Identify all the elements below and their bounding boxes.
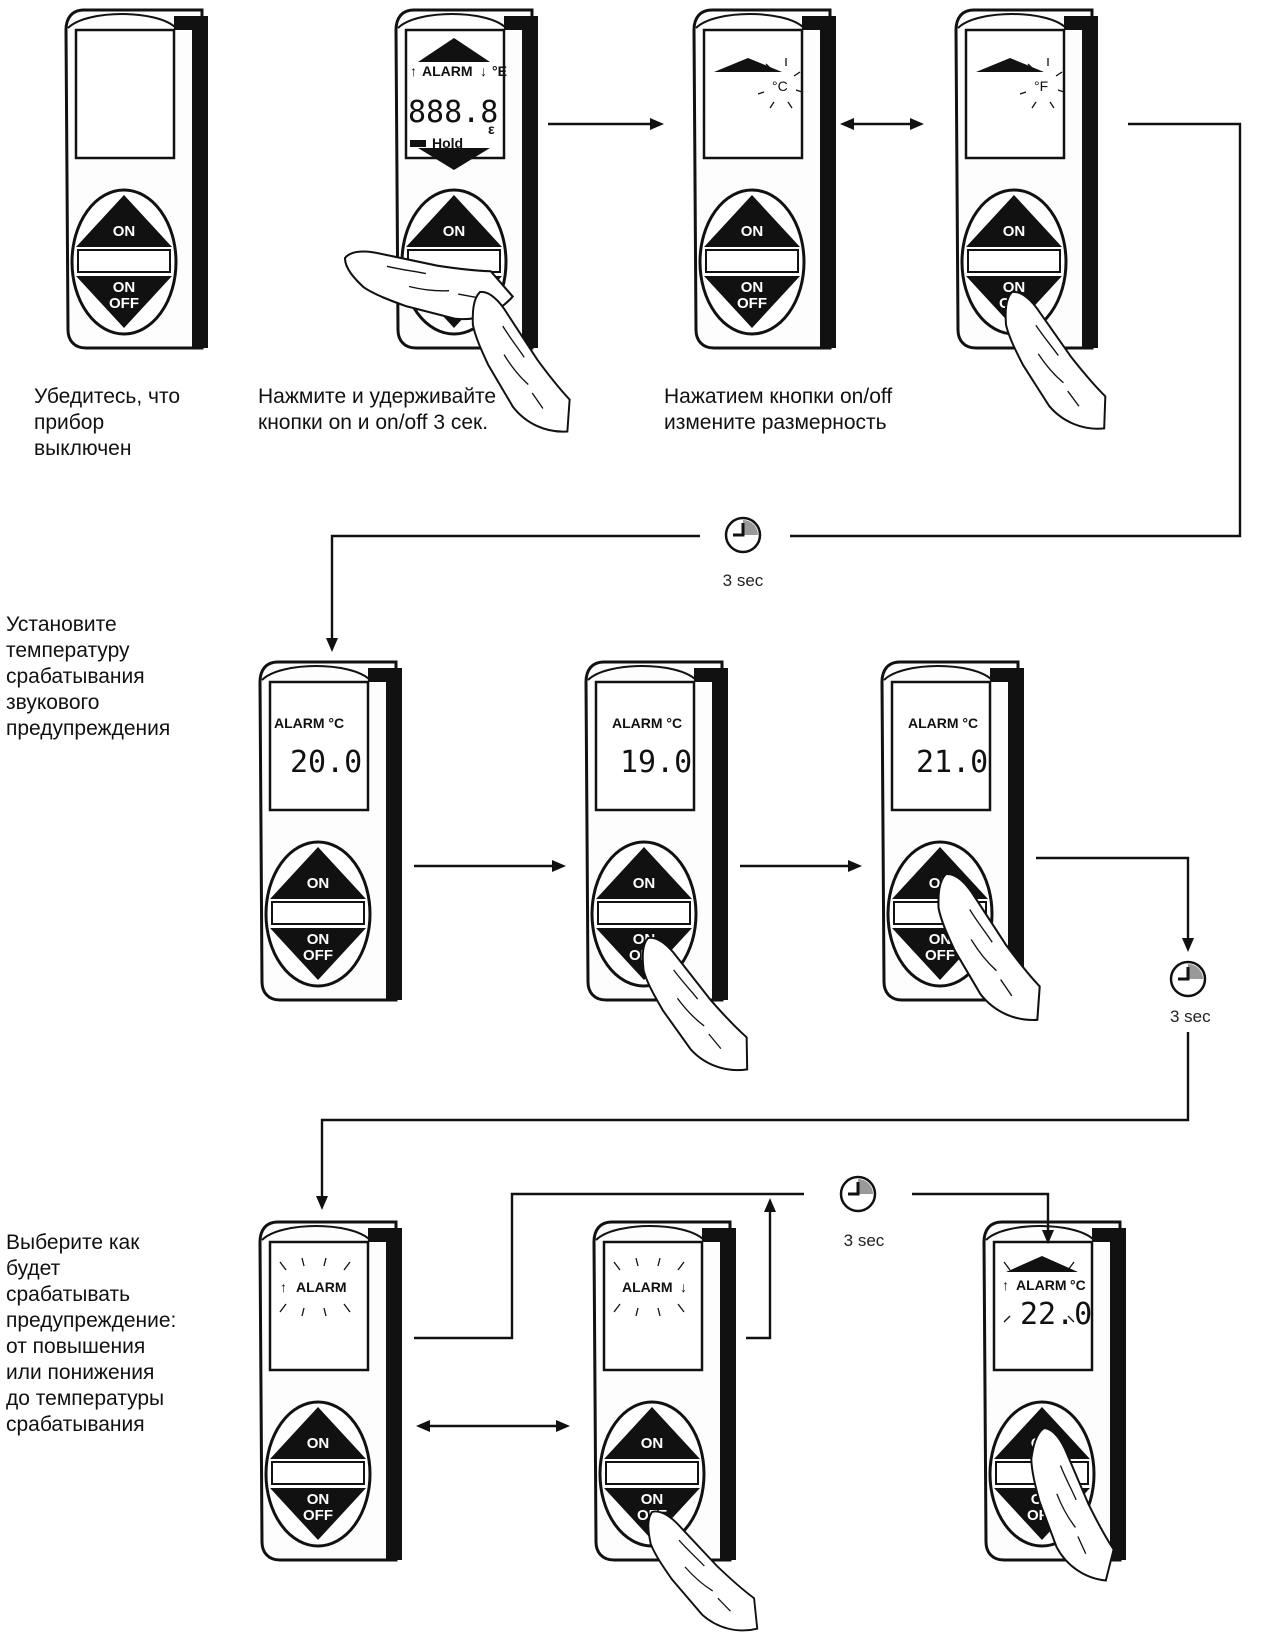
onoff-button-label-bottom[interactable]: OFF	[109, 295, 139, 312]
lcd-alarm-label: ALARM	[296, 1279, 347, 1295]
lcd-eps-label: ε	[488, 121, 495, 137]
flow-connector	[330, 534, 700, 640]
lcd-up-small-icon: ↑	[410, 63, 417, 79]
flow-connector	[746, 1210, 772, 1340]
lcd-value: 21.0	[916, 745, 988, 780]
lcd-unit-celsius: °C	[772, 78, 788, 94]
onoff-button-label-bottom[interactable]: OFF	[303, 947, 333, 964]
blink-rays-icon	[613, 1257, 685, 1317]
onoff-button-label-top[interactable]: ON	[741, 279, 764, 296]
timer-clock-icon	[724, 516, 762, 554]
timer-clock-icon	[839, 1175, 877, 1213]
on-button-label[interactable]: ON	[641, 1435, 664, 1452]
timer-label: 3 sec	[844, 1231, 885, 1250]
on-button-label[interactable]: ON	[443, 223, 466, 240]
lcd-alarm-label: ALARM	[1016, 1277, 1067, 1293]
lcd-down-arrow-icon	[418, 148, 490, 170]
onoff-button-label-bottom[interactable]: OFF	[925, 947, 955, 964]
onoff-button-label-top[interactable]: ON	[307, 1491, 330, 1508]
device-alarm-fall: ALARM ↓ ON ON OFF	[592, 1220, 738, 1562]
onoff-button-label-top[interactable]: ON	[113, 279, 136, 296]
battery-icon	[410, 140, 426, 147]
caption-check-off: Убедитесь, что прибор выключен	[34, 385, 181, 460]
arrowhead-icon	[1182, 938, 1194, 952]
flow-connector	[1036, 856, 1190, 940]
on-button-label[interactable]: ON	[633, 875, 656, 892]
flow-connector	[912, 1192, 1050, 1232]
device-alarm-20: ALARM °C 20.0 ON ON OFF	[258, 660, 404, 1002]
flow-connector	[414, 1192, 804, 1340]
onoff-button-label-top[interactable]: ON	[641, 1491, 664, 1508]
onoff-button-label-bottom[interactable]: OFF	[303, 1507, 333, 1524]
arrowhead-icon	[556, 1420, 570, 1432]
lcd-alarm-label: ALARM	[422, 63, 473, 79]
lcd-alarm-label: ALARM °C	[274, 715, 344, 731]
timer-clock-icon	[1169, 960, 1207, 998]
lcd-value: 19.0	[620, 745, 692, 780]
lcd-hold-label: Hold	[432, 135, 463, 151]
arrowhead-icon	[848, 860, 862, 872]
flow-connector	[320, 1032, 1190, 1198]
on-button-label[interactable]: ON	[307, 1435, 330, 1452]
on-button-label[interactable]: ON	[113, 223, 136, 240]
arrowhead-icon	[764, 1198, 776, 1212]
timer-label: 3 sec	[723, 571, 764, 590]
caption-change-units: Нажатием кнопки on/off измените размерно…	[664, 385, 893, 434]
device-off: ON ON OFF	[64, 8, 210, 350]
lcd-up-small-icon: ↑	[280, 1279, 287, 1295]
arrowhead-icon	[1042, 1230, 1054, 1244]
blink-rays-icon	[1019, 58, 1065, 109]
flow-connector	[790, 122, 1242, 538]
arrowhead-icon	[416, 1420, 430, 1432]
lcd-up-arrow-icon	[418, 38, 490, 62]
onoff-button-label-top[interactable]: ON	[929, 931, 952, 948]
lcd-up-small-icon: ↑	[1002, 1277, 1009, 1293]
caption-select-alarm-mode: Выберите как будет срабатывать предупреж…	[6, 1231, 177, 1436]
lcd-alarm-label: ALARM	[622, 1279, 673, 1295]
onoff-button-label-top[interactable]: ON	[307, 931, 330, 948]
on-button-label[interactable]: ON	[1003, 223, 1026, 240]
lcd-up-arrow-icon	[976, 58, 1044, 72]
lcd-unit-fahrenheit: °F	[1034, 78, 1048, 94]
lcd-up-arrow-icon	[714, 58, 782, 72]
arrowhead-icon	[910, 118, 924, 130]
on-button-label[interactable]: ON	[741, 223, 764, 240]
arrowhead-icon	[316, 1196, 328, 1210]
lcd-value: 20.0	[290, 745, 362, 780]
lcd-up-arrow-icon	[1006, 1256, 1078, 1272]
timer-label: 3 sec	[1170, 1007, 1211, 1026]
blink-rays-icon	[279, 1257, 351, 1317]
device-alarm-rise: ↑ ALARM ON ON OFF	[258, 1220, 404, 1562]
arrowhead-icon	[650, 118, 664, 130]
on-button-label[interactable]: ON	[307, 875, 330, 892]
lcd-digits: 888.8	[408, 95, 498, 130]
lcd-down-small-icon: ↓	[480, 63, 487, 79]
arrowhead-icon	[840, 118, 854, 130]
blink-rays-icon	[757, 58, 803, 109]
lcd-alarm-label: ALARM °C	[908, 715, 978, 731]
arrowhead-icon	[326, 638, 338, 652]
lcd-value: 22.0	[1020, 1297, 1092, 1332]
lcd-unit-label: °C	[1070, 1277, 1086, 1293]
onoff-button-label-top[interactable]: ON	[1003, 279, 1026, 296]
device-celsius: °C ON ON OFF	[692, 8, 838, 350]
arrowhead-icon	[552, 860, 566, 872]
caption-set-alarm-temp: Установите температуру срабатывания звук…	[6, 613, 171, 740]
caption-hold-buttons: Нажмите и удерживайте кнопки on и on/off…	[258, 385, 497, 434]
lcd-alarm-label: ALARM °C	[612, 715, 682, 731]
onoff-button-label-bottom[interactable]: OFF	[737, 295, 767, 312]
lcd-unit-label: °E	[492, 63, 507, 79]
lcd-down-small-icon: ↓	[680, 1279, 687, 1295]
blink-rays-icon	[1003, 1261, 1075, 1323]
